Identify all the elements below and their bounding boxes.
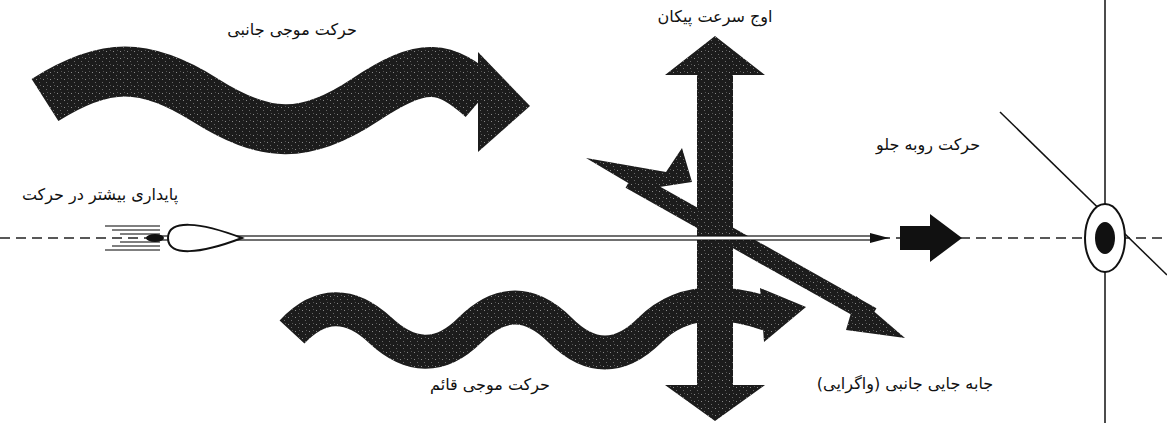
vertical-wave-arrow (292, 304, 768, 352)
forward-block-arrow (900, 214, 962, 262)
arrow-fletching (168, 225, 242, 251)
streak-line (105, 249, 160, 251)
annotation-label: پایداری بیشتر در حرکت (18, 184, 182, 207)
lateral-wave-arrowhead (478, 52, 530, 152)
annotation-label: حرکت موجی جانبی (223, 19, 361, 42)
annotation-label: حرکت موجی قائم (426, 374, 554, 397)
target-ring (1085, 204, 1125, 272)
displacement-arrow-shaft (630, 180, 872, 316)
arrow-nock (146, 234, 164, 242)
target-diagonal-line (1000, 112, 1167, 275)
streak-line (112, 229, 160, 231)
arrow-shaft (155, 236, 875, 240)
streak-line (105, 225, 160, 227)
vertical-wave-arrowhead (760, 288, 806, 342)
lateral-wave-arrow (45, 72, 482, 130)
target-center (1095, 222, 1115, 254)
annotation-label: حرکت روبه جلو (872, 134, 984, 157)
streak-line (112, 245, 160, 247)
annotation-label: جابه جایی جانبی (واگرایی) (813, 373, 997, 396)
annotation-label: اوج سرعت پیکان (654, 6, 777, 29)
arrow-point (870, 233, 889, 243)
displacement-arrowhead (846, 296, 905, 338)
